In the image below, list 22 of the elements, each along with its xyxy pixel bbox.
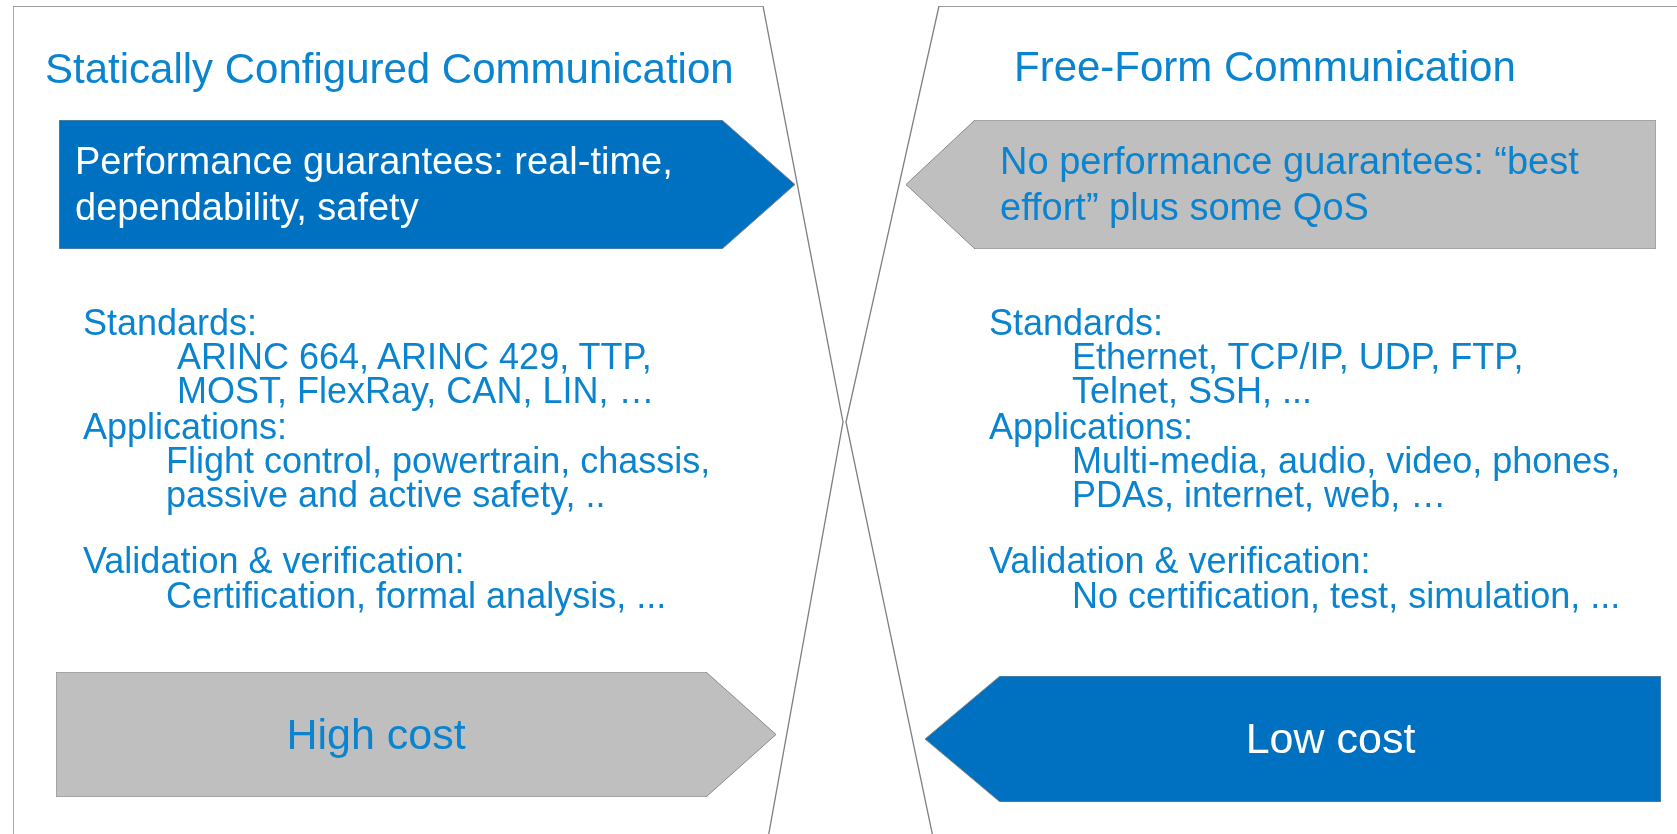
section-text: Flight control, powertrain, chassis, passive and active safety, .. <box>166 444 712 513</box>
arrow-text: High cost <box>285 709 467 760</box>
section-heading: Validation & verification: <box>989 544 1371 579</box>
arrow-box <box>56 672 776 797</box>
panel-title: Free-Form Communication <box>1014 42 1516 92</box>
arrow-box <box>925 676 1661 802</box>
arrow-box <box>59 120 795 249</box>
arrow-text: Performance guarantees: real-time, dependability, safety <box>75 139 674 230</box>
section-heading: Standards: <box>989 306 1164 341</box>
section-heading: Applications: <box>83 410 288 445</box>
section-text: ARINC 664, ARINC 429, TTP, MOST, FlexRay, CAN, LIN, … <box>177 340 656 409</box>
section-text: Multi-media, audio, video, phones, PDAs, internet, web, … <box>1072 444 1622 513</box>
arrow-box <box>906 120 1656 249</box>
arrow-text: No performance guarantees: “best effort” plus some QoS <box>1000 139 1580 230</box>
arrow-text: Low cost <box>1244 713 1417 764</box>
section-text: No certification, test, simulation, ... <box>1072 579 1621 614</box>
section-text: Ethernet, TCP/IP, UDP, FTP, Telnet, SSH, ... <box>1072 340 1525 409</box>
section-text: Certification, formal analysis, ... <box>166 579 667 614</box>
section-heading: Validation & verification: <box>83 544 465 579</box>
section-heading: Applications: <box>989 410 1194 445</box>
panel-title: Statically Configured Communication <box>45 44 734 94</box>
section-heading: Standards: <box>83 306 258 341</box>
